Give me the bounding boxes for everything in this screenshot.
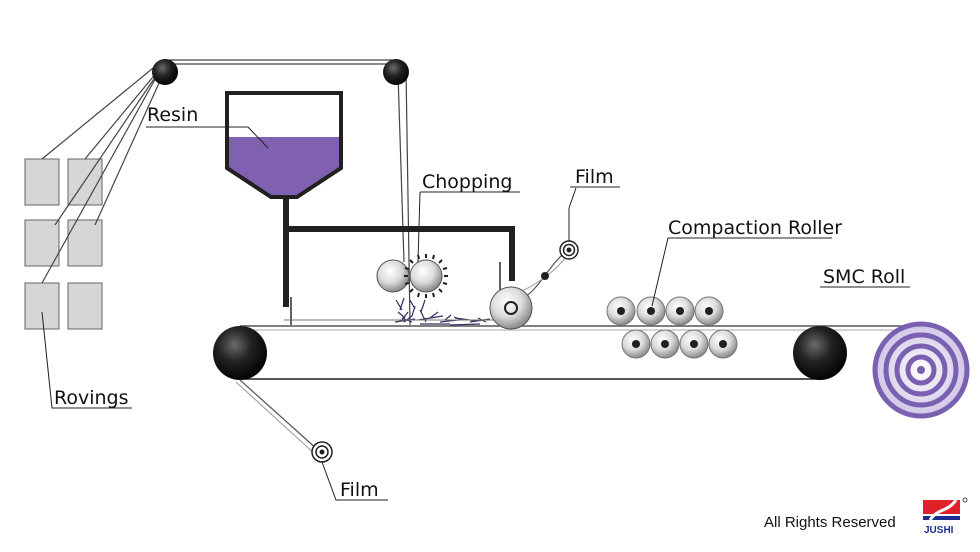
film-top-roll [509,187,579,301]
belt-roller-right [793,326,847,380]
label-smc-roll: SMC Roll [823,266,905,288]
label-film-bottom: Film [340,479,379,501]
belt-roller-left [213,326,267,380]
label-chopping: Chopping [422,171,512,193]
roving-strands [41,63,165,284]
guide-roller-left [152,59,178,85]
lamination-roller [489,286,533,330]
jushi-logo: JUSHI [923,497,968,536]
resin-hopper [225,91,343,307]
compaction-bottom-row [621,329,738,359]
resin-pipe [283,226,515,281]
film-bottom-roll [235,379,333,463]
label-rovings: Rovings [54,387,129,409]
label-resin: Resin [147,104,198,126]
compaction-top-row [606,296,724,326]
label-compaction-roller: Compaction Roller [668,217,842,239]
guide-roller-right [383,59,409,85]
chopping-unit [376,254,448,298]
leader-lines [41,126,910,501]
label-film-top: Film [575,166,614,188]
smc-roll [872,321,970,419]
compaction-rollers [606,296,738,359]
copyright-text: All Rights Reserved [764,514,896,531]
logo-brand-text: JUSHI [924,525,954,536]
top-strands [165,59,411,326]
